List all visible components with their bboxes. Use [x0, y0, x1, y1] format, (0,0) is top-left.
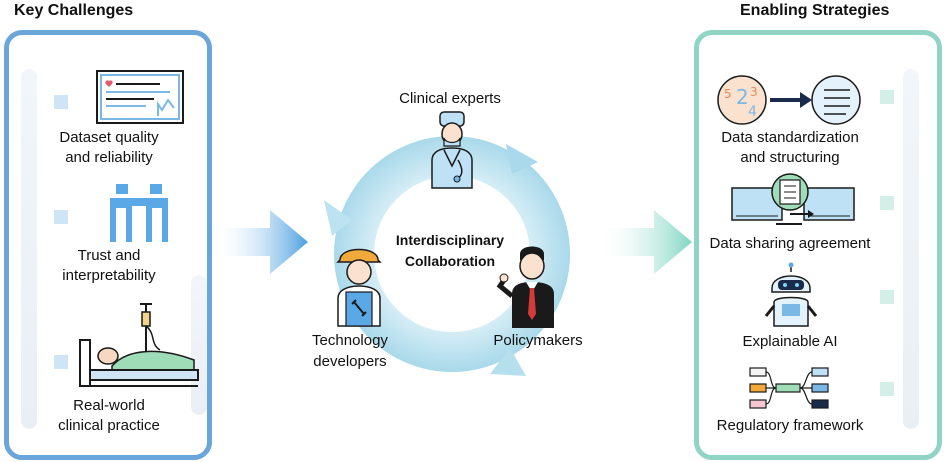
- network-diagram-icon: [749, 367, 829, 409]
- actor-label-policymakers: Policymakers: [493, 332, 583, 349]
- svg-text:4: 4: [748, 104, 757, 120]
- right-panel-title: Enabling Strategies: [740, 2, 890, 19]
- policymaker-icon: [496, 246, 554, 328]
- left-panel-title: Key Challenges: [14, 2, 134, 19]
- strategy-label-sharing: Data sharing agreement: [709, 235, 871, 252]
- bullet-square: [880, 90, 894, 104]
- arrow-right-icon: [596, 210, 692, 274]
- panel-stripe: [903, 69, 919, 429]
- strategy-label-explainable-ai: Explainable AI: [742, 333, 838, 350]
- actor-label-clinical: Clinical experts: [399, 90, 501, 107]
- arrow-right-icon: [212, 210, 308, 274]
- bullet-square: [54, 95, 68, 109]
- data-standardization-icon: 5 2 3 4: [717, 75, 861, 125]
- bullet-square: [880, 196, 894, 210]
- data-sharing-icon: [731, 173, 855, 225]
- hospital-bed-icon: [79, 303, 199, 387]
- bullet-square: [880, 290, 894, 304]
- enabling-strategies-panel: [694, 30, 942, 460]
- strategy-label-regulatory: Regulatory framework: [716, 417, 864, 434]
- dataset-chart-icon: [96, 70, 184, 124]
- doctor-icon: [431, 111, 473, 189]
- bullet-square: [54, 355, 68, 369]
- engineer-icon: [336, 248, 382, 327]
- svg-text:2: 2: [736, 85, 749, 109]
- bullet-square: [54, 210, 68, 224]
- collaboration-cycle: [324, 136, 570, 376]
- bullet-square: [880, 382, 894, 396]
- robot-icon: [764, 262, 818, 327]
- panel-stripe: [21, 69, 37, 429]
- trust-people-icon: [110, 184, 168, 242]
- svg-text:3: 3: [750, 85, 758, 99]
- svg-text:5: 5: [724, 87, 732, 101]
